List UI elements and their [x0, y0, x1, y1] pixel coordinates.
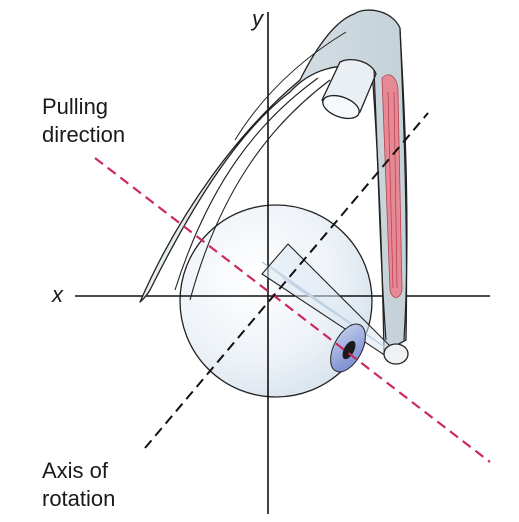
pulley-knob: [383, 343, 409, 365]
axis-of-rotation-line: [144, 112, 429, 449]
sheath-fiber-2: [189, 79, 331, 301]
sheath-fiber-1: [174, 77, 319, 291]
muscle-belly-fiber-1: [387, 91, 394, 289]
pulling-direction-label-line2: direction: [42, 122, 126, 147]
axis-of-rotation-label-line2: rotation: [42, 486, 116, 511]
x-axis-label: x: [52, 282, 63, 307]
muscle-column-right: [399, 29, 408, 341]
muscle-column-left: [373, 69, 387, 341]
muscle-belly: [381, 74, 403, 298]
pulling-direction-line: [94, 157, 491, 463]
axis-of-rotation-label-line1: Axis of: [42, 458, 109, 483]
pulling-direction-label-line1: Pulling: [42, 94, 109, 119]
pupil: [342, 340, 356, 360]
y-axis-label: y: [252, 6, 263, 31]
muscle-sheath: [139, 9, 408, 353]
trochlea-end: [322, 94, 360, 120]
sheath-fiber-3: [234, 31, 347, 141]
muscle-belly-fiber-2: [393, 91, 398, 289]
